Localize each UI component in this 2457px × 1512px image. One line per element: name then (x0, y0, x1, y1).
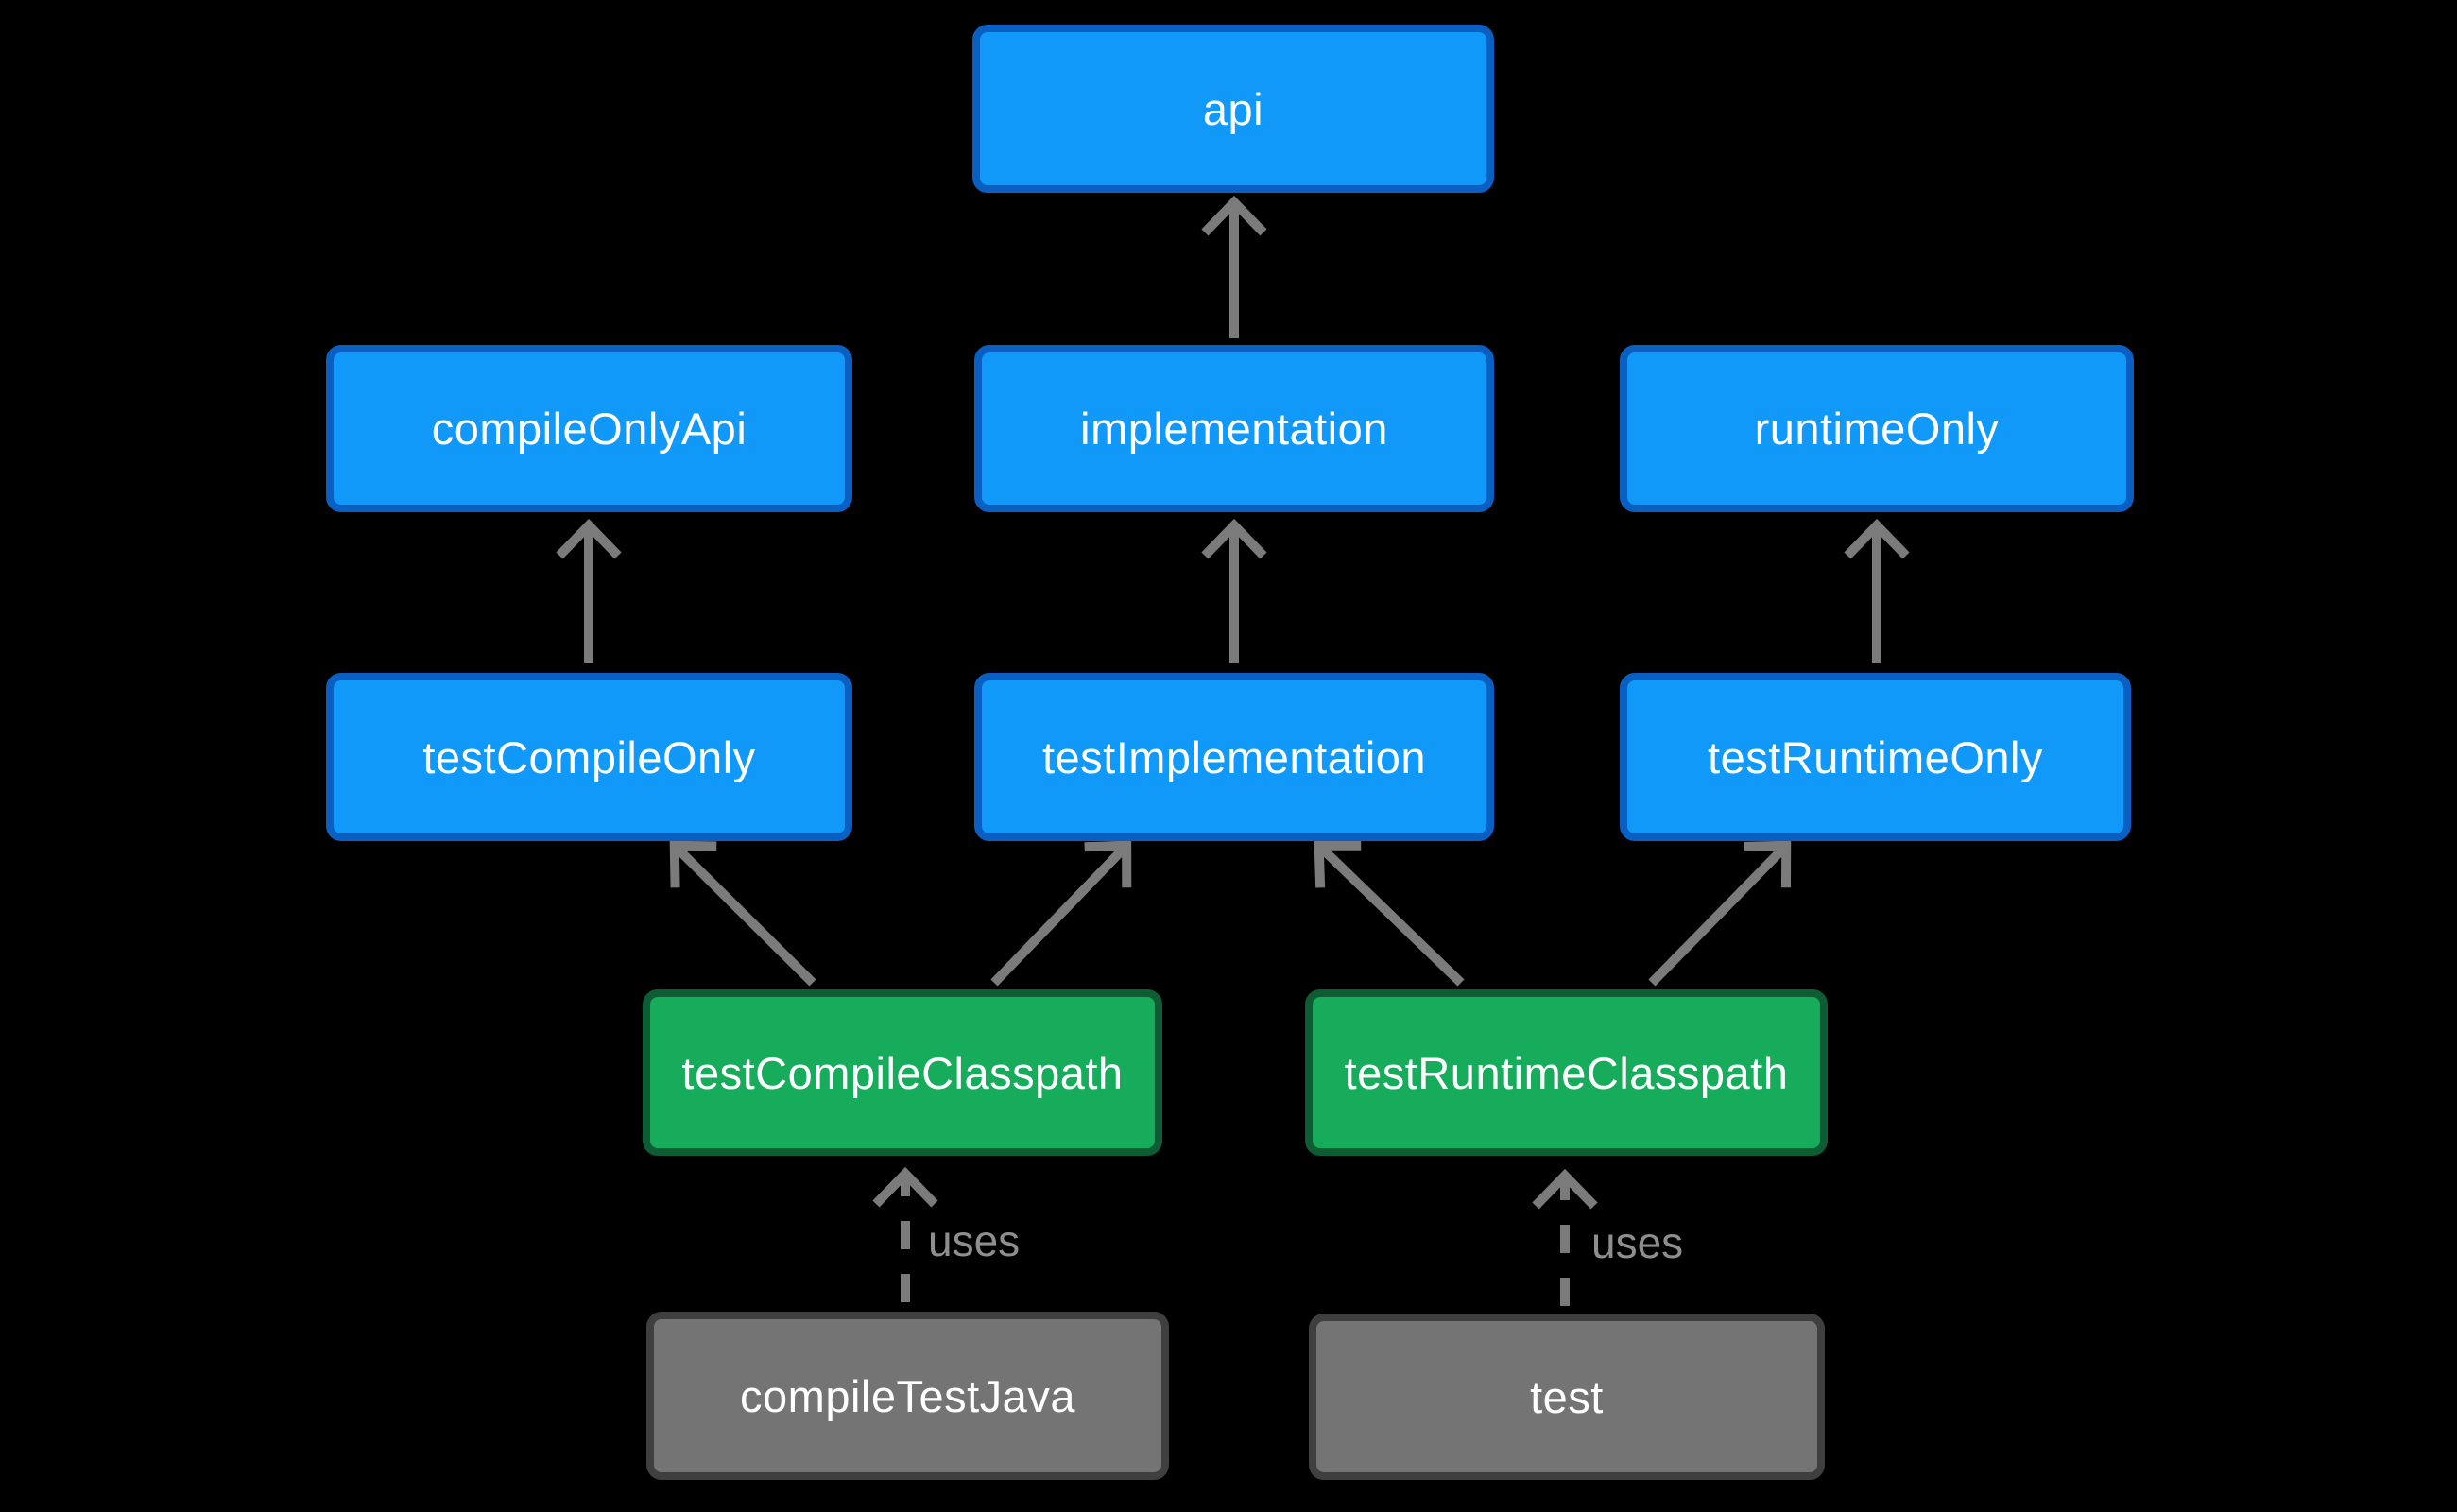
edge-testRuntimeClasspath-to-testImplementation (1314, 840, 1465, 987)
node-label: api (1202, 83, 1264, 134)
uses-label-runtime: uses (1591, 1218, 1684, 1267)
node-testImplementation: testImplementation (974, 673, 1494, 841)
node-testRuntimeOnly: testRuntimeOnly (1620, 673, 2131, 841)
node-label: testCompileClasspath (681, 1047, 1124, 1098)
node-label: testImplementation (1041, 731, 1427, 782)
node-testRuntimeClasspath: testRuntimeClasspath (1305, 989, 1828, 1156)
node-label: testRuntimeClasspath (1344, 1047, 1789, 1098)
edge-testRuntimeClasspath-to-testRuntimeOnly (1648, 840, 1792, 987)
node-label: runtimeOnly (1754, 404, 2000, 454)
node-label: test (1530, 1371, 1604, 1422)
edge-testCompileClasspath-to-testImplementation (990, 840, 1132, 987)
node-label: testCompileOnly (422, 731, 756, 782)
node-test: test (1309, 1314, 1825, 1480)
node-label: compileOnlyApi (431, 404, 747, 454)
node-testCompileOnly: testCompileOnly (326, 673, 852, 841)
uses-label-compile: uses (928, 1216, 1021, 1265)
node-implementation: implementation (974, 345, 1494, 512)
node-compileTestJava: compileTestJava (646, 1312, 1169, 1480)
node-runtimeOnly: runtimeOnly (1620, 345, 2134, 512)
edge-testCompileClasspath-to-testCompileOnly (669, 840, 816, 987)
node-label: compileTestJava (740, 1370, 1075, 1421)
node-api: api (972, 25, 1494, 193)
node-label: testRuntimeOnly (1708, 731, 2043, 782)
node-testCompileClasspath: testCompileClasspath (643, 989, 1162, 1156)
node-label: implementation (1080, 404, 1388, 454)
node-compileOnlyApi: compileOnlyApi (326, 345, 852, 512)
